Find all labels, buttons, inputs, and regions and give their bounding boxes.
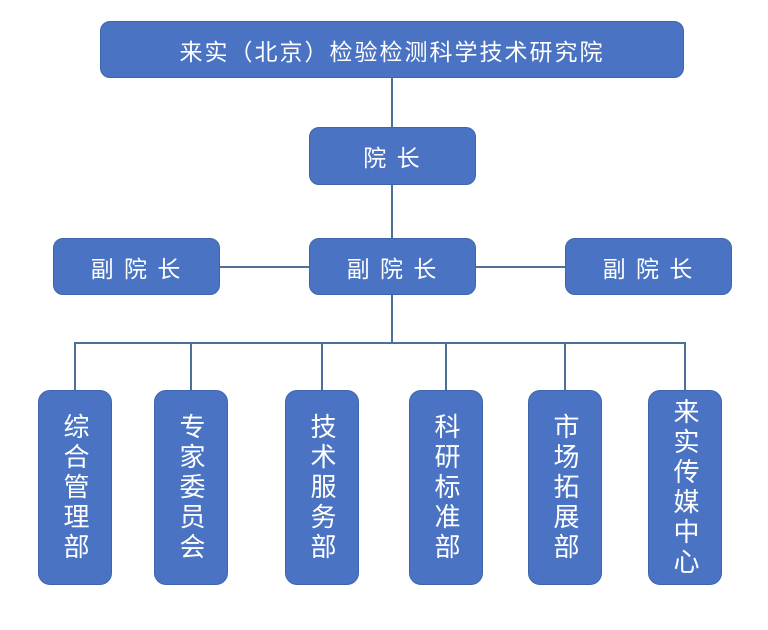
connector-drop-dept-1 bbox=[74, 342, 76, 390]
president-label: 院 长 bbox=[363, 145, 422, 171]
connector-vp-left-arm bbox=[220, 266, 309, 268]
connector-department-rail bbox=[74, 342, 686, 344]
connector-drop-dept-5 bbox=[564, 342, 566, 390]
connector-vp-to-rail bbox=[391, 295, 393, 343]
vice-president-node-right: 副 院 长 bbox=[565, 238, 732, 295]
dept-label: 综合管理部 bbox=[60, 412, 90, 563]
president-node: 院 长 bbox=[309, 127, 476, 185]
vice-president-label: 副 院 长 bbox=[90, 255, 183, 282]
dept-node-technical-service: 技术服务部 bbox=[285, 390, 359, 585]
vice-president-node-left: 副 院 长 bbox=[53, 238, 220, 295]
vice-president-node-center: 副 院 长 bbox=[309, 238, 476, 295]
connector-drop-dept-6 bbox=[684, 342, 686, 390]
connector-drop-dept-2 bbox=[190, 342, 192, 390]
dept-node-market-expansion: 市场拓展部 bbox=[528, 390, 602, 585]
dept-label: 科研标准部 bbox=[431, 412, 461, 563]
dept-label: 专家委员会 bbox=[176, 412, 206, 563]
dept-label: 技术服务部 bbox=[307, 412, 337, 563]
dept-node-general-management: 综合管理部 bbox=[38, 390, 112, 585]
vice-president-label: 副 院 长 bbox=[602, 255, 695, 282]
connector-vp-right-arm bbox=[476, 266, 565, 268]
dept-node-expert-committee: 专家委员会 bbox=[154, 390, 228, 585]
connector-root-to-president bbox=[391, 78, 393, 127]
dept-node-media-center: 来实传媒中心 bbox=[648, 390, 722, 585]
connector-drop-dept-4 bbox=[445, 342, 447, 390]
org-root-label: 来实（北京）检验检测科学技术研究院 bbox=[179, 38, 605, 65]
dept-label: 来实传媒中心 bbox=[670, 397, 700, 578]
connector-drop-dept-3 bbox=[321, 342, 323, 390]
org-root-node: 来实（北京）检验检测科学技术研究院 bbox=[100, 21, 684, 78]
vice-president-label: 副 院 长 bbox=[346, 255, 439, 282]
dept-node-research-standards: 科研标准部 bbox=[409, 390, 483, 585]
dept-label: 市场拓展部 bbox=[550, 412, 580, 563]
connector-president-to-vp bbox=[391, 185, 393, 238]
